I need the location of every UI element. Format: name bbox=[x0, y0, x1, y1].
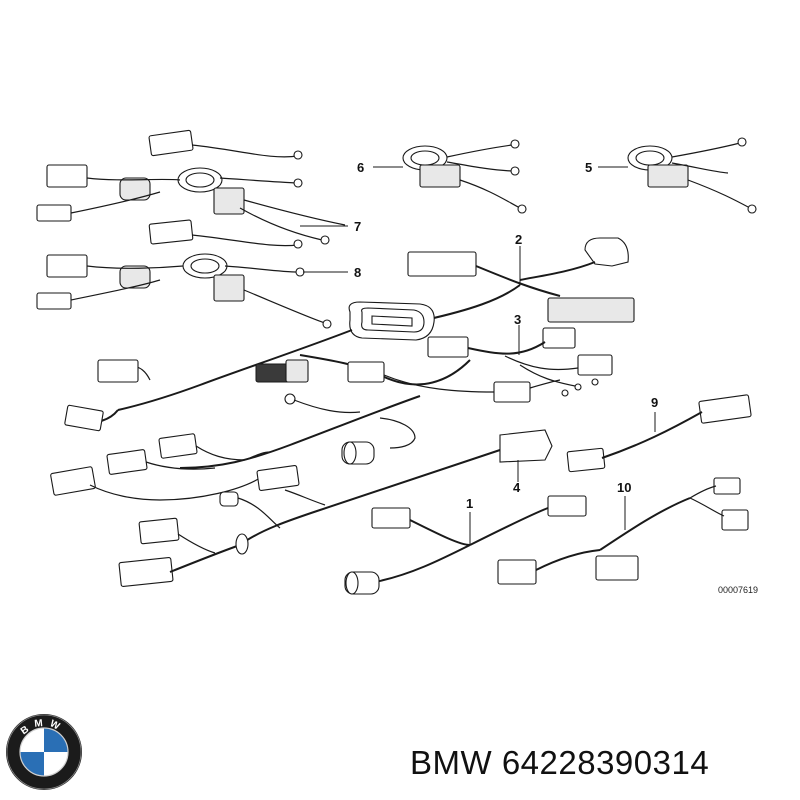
lead-group-9 bbox=[566, 394, 752, 473]
callout-7: 7 bbox=[354, 219, 361, 234]
central-grommet bbox=[348, 301, 435, 341]
sensor-group-1 bbox=[344, 495, 587, 595]
lead-group-10 bbox=[497, 477, 749, 585]
callout-4: 4 bbox=[513, 480, 521, 495]
grommet-group-6 bbox=[373, 139, 527, 214]
middle-branch bbox=[50, 393, 421, 501]
callout-1: 1 bbox=[466, 496, 473, 511]
callout-5: 5 bbox=[585, 160, 592, 175]
main-harness-2 bbox=[407, 237, 635, 323]
part-number-caption: BMW 64228390314 bbox=[410, 744, 710, 781]
callout-9: 9 bbox=[651, 395, 658, 410]
callout-8: 8 bbox=[354, 265, 361, 280]
connector-group-4 bbox=[219, 429, 553, 546]
callout-3: 3 bbox=[514, 312, 521, 327]
callout-2: 2 bbox=[515, 232, 522, 247]
branch-group-3 bbox=[347, 325, 613, 403]
main-trunk bbox=[64, 329, 471, 432]
bmw-logo: BMW bbox=[6, 714, 82, 790]
harness-group-7 bbox=[36, 129, 348, 245]
grommet-group-5 bbox=[598, 137, 757, 214]
callout-10: 10 bbox=[617, 480, 631, 495]
harness-group-8 bbox=[36, 219, 348, 329]
callout-6: 6 bbox=[357, 160, 364, 175]
lower-left-group bbox=[118, 517, 249, 588]
reference-number: 00007619 bbox=[718, 585, 758, 595]
